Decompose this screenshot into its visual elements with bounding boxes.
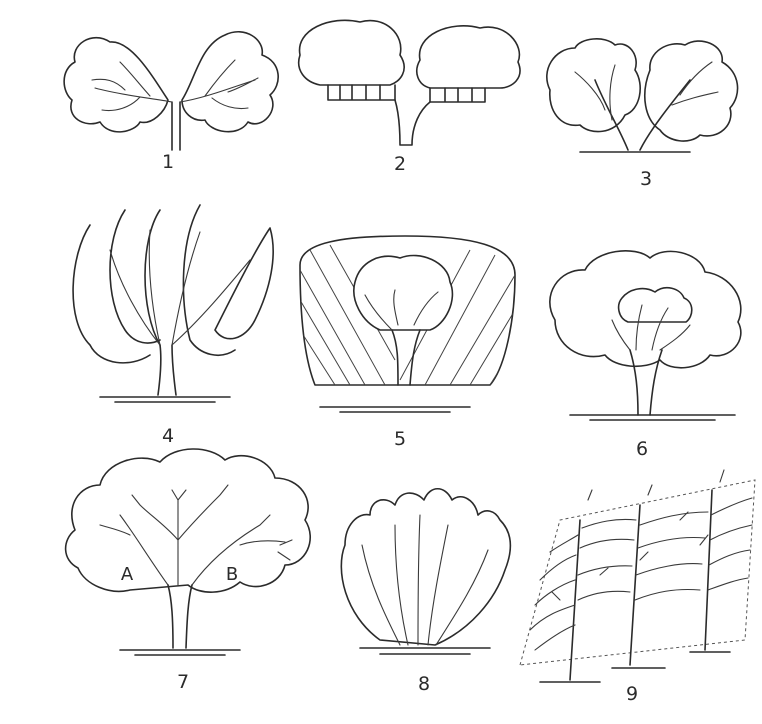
tree-figure-2: 2 (299, 20, 520, 175)
figure-8-number: 8 (418, 673, 430, 695)
figure-6-number: 6 (636, 438, 648, 460)
figure-9-number: 9 (626, 683, 638, 705)
figure-5-number: 5 (394, 428, 406, 450)
tree-figure-7: A B 7 (66, 449, 311, 693)
side-label-a: A (121, 564, 134, 585)
tree-figure-3: 3 (547, 39, 738, 190)
side-label-b: B (226, 564, 238, 585)
figure-7-number: 7 (177, 671, 189, 693)
tree-figure-1: 1 (64, 32, 278, 173)
figure-1-number: 1 (162, 151, 174, 173)
figure-4-number: 4 (162, 425, 174, 447)
figure-3-number: 3 (640, 168, 652, 190)
tree-figure-8: 8 (341, 489, 510, 695)
figure-2-number: 2 (394, 153, 406, 175)
tree-figure-9: 9 (520, 470, 755, 705)
tree-figure-4: 4 (73, 205, 273, 447)
tree-figure-5: 5 (300, 236, 515, 450)
tree-figure-6: 6 (550, 251, 741, 460)
